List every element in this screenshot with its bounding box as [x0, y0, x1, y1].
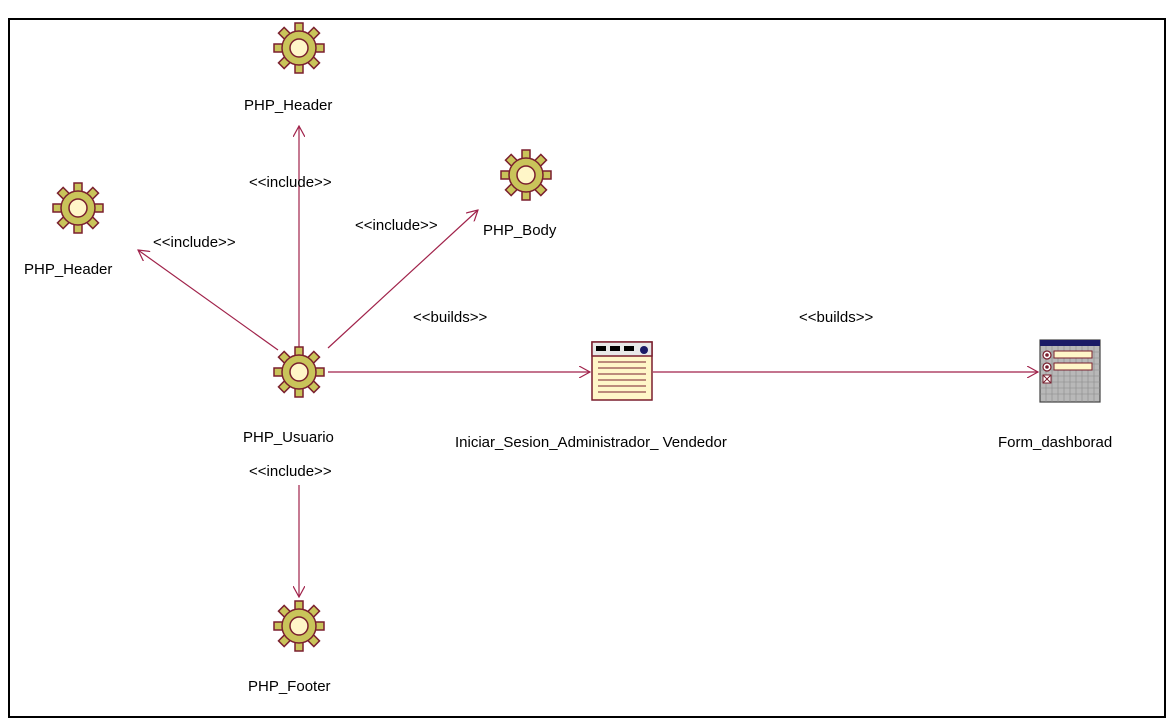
- node-label-php-header-top: PHP_Header: [244, 97, 333, 114]
- relation-label-builds-2: <<builds>>: [799, 309, 874, 326]
- include-left-connector: [138, 250, 279, 351]
- relation-label-include-down: <<include>>: [249, 463, 332, 480]
- gear-icon: [273, 346, 325, 398]
- relation-label-include-body: <<include>>: [355, 217, 438, 234]
- node-label-php-footer: PHP_Footer: [248, 678, 331, 695]
- gear-icon: [273, 600, 325, 652]
- form-icon: [1039, 339, 1101, 403]
- node-label-php-usuario: PHP_Usuario: [243, 429, 334, 446]
- gear-icon: [500, 149, 552, 201]
- node-label-php-body: PHP_Body: [483, 222, 557, 239]
- node-label-iniciar-sesion: Iniciar_Sesion_Administrador_ Vendedor: [455, 434, 727, 451]
- node-label-php-header-left: PHP_Header: [24, 261, 113, 278]
- web-page-icon: [591, 341, 653, 401]
- gear-icon: [52, 182, 104, 234]
- include-body-connector: [327, 210, 478, 349]
- relation-label-builds-1: <<builds>>: [413, 309, 488, 326]
- relation-label-include-up: <<include>>: [249, 174, 332, 191]
- node-label-form-dashboard: Form_dashborad: [998, 434, 1113, 451]
- relation-label-include-left: <<include>>: [153, 234, 236, 251]
- gear-icon: [273, 22, 325, 74]
